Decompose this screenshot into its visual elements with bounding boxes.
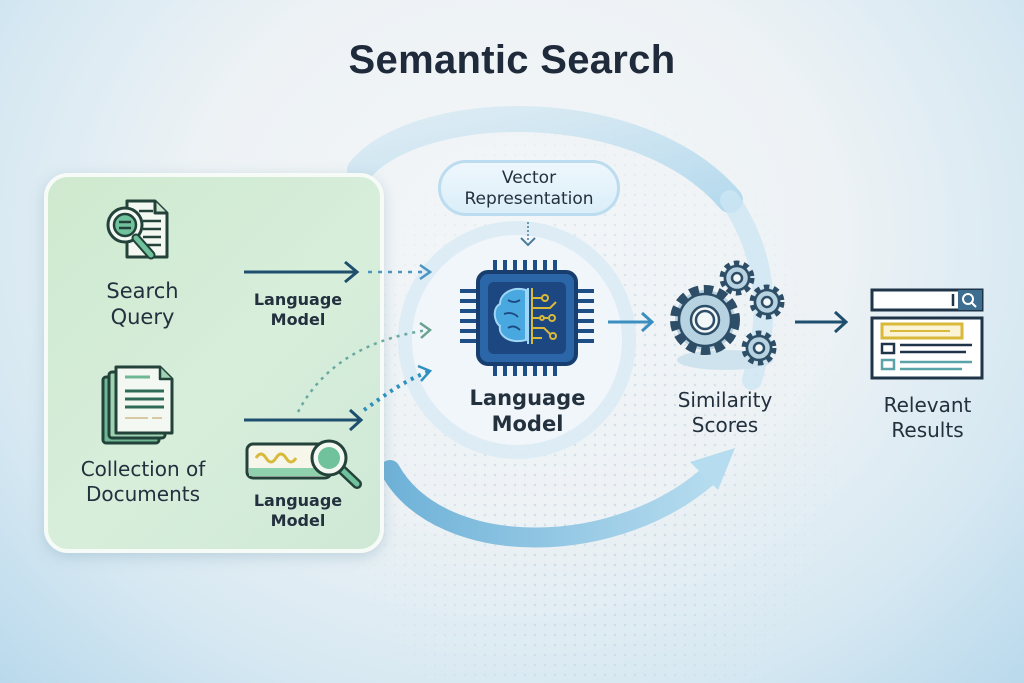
brain-chip-icon [460, 260, 594, 376]
gears-icon [670, 260, 785, 370]
similarity-line2: Scores [691, 413, 759, 437]
model-to-similarity-arrow [608, 311, 655, 333]
top-model-line1: Language [253, 290, 343, 309]
top-language-model-label: Language Model [238, 290, 358, 330]
relevant-results-label: Relevant Results [865, 393, 990, 443]
top-model-line2: Model [270, 310, 326, 329]
documents-arrow [244, 408, 364, 432]
similarity-line1: Similarity [677, 388, 773, 412]
language-model-label: Language Model [455, 385, 600, 438]
vector-line2: Representation [464, 189, 594, 209]
search-query-line1: Search [106, 279, 179, 303]
blue-dotted-arrow [362, 364, 433, 412]
search-document-icon [106, 199, 169, 260]
documents-line2: Documents [85, 482, 201, 506]
search-results-icon [870, 288, 984, 380]
similarity-scores-label: Similarity Scores [660, 388, 790, 438]
query-dotted-arrow [368, 263, 433, 281]
results-line1: Relevant [883, 393, 972, 417]
vector-line1: Vector [501, 168, 557, 188]
bottom-model-line2: Model [270, 511, 326, 530]
document-stack-icon [101, 365, 174, 445]
search-query-label: Search Query [80, 278, 205, 331]
search-bar-magnifier-icon [245, 439, 362, 489]
input-panel [44, 173, 384, 553]
language-model-line1: Language [469, 386, 586, 410]
vector-representation-pill: Vector Representation [438, 160, 620, 216]
language-model-line2: Model [491, 412, 564, 437]
page-title: Semantic Search [348, 38, 676, 82]
search-query-line2: Query [110, 305, 175, 330]
documents-line1: Collection of [80, 457, 206, 481]
bottom-language-model-label: Language Model [238, 491, 358, 531]
green-dotted-arrow [296, 321, 433, 413]
documents-label: Collection of Documents [62, 457, 224, 507]
bottom-model-line1: Language [253, 491, 343, 510]
similarity-to-results-arrow [795, 310, 849, 334]
results-line2: Results [891, 418, 964, 442]
vector-down-arrow [520, 222, 536, 247]
query-arrow [244, 260, 360, 284]
